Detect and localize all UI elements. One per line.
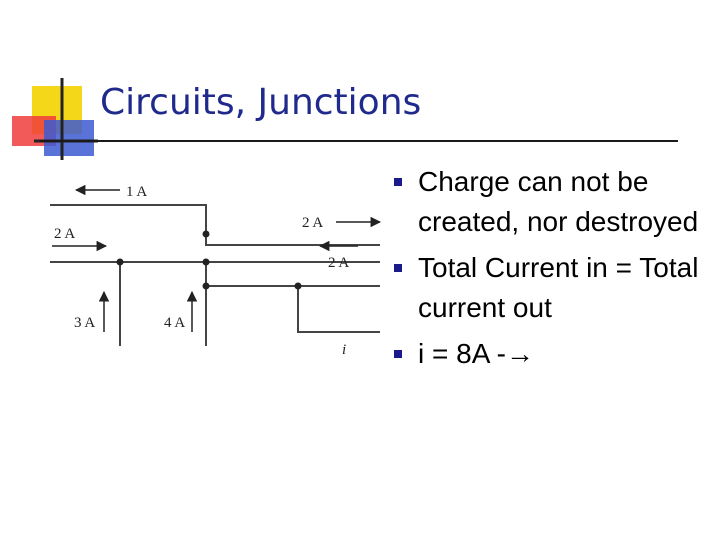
junction-node: [202, 282, 210, 290]
junction-node: [202, 230, 210, 238]
bullet-item: Total Current in = Total current out: [390, 248, 710, 328]
wire-top: [50, 204, 380, 246]
slide-logo: [12, 78, 98, 160]
square-bullet-icon: [394, 178, 402, 186]
junction-node: [294, 282, 302, 290]
wire-lower: [205, 262, 380, 287]
square-bullet-icon: [394, 350, 402, 358]
junction-node: [202, 258, 210, 266]
bullet-item: i = 8A -→: [390, 334, 710, 374]
wire-unknown-branch: [297, 286, 380, 333]
bullet-list: Charge can not be created, nor destroyed…: [390, 162, 710, 374]
label-unknown-current: i: [342, 342, 346, 358]
label-right-top: 2 A: [302, 215, 323, 231]
bullet-text: Total Current in = Total current out: [418, 252, 699, 323]
label-bottom-mid: 4 A: [164, 315, 185, 331]
logo-blue-square: [44, 120, 94, 156]
label-top-left: 1 A: [126, 184, 147, 200]
label-left-in: 2 A: [54, 226, 75, 242]
square-bullet-icon: [394, 264, 402, 272]
label-right-mid: 2 A: [328, 255, 349, 271]
bullet-item: Charge can not be created, nor destroyed: [390, 162, 710, 242]
title-divider: [40, 140, 678, 142]
slide-title: Circuits, Junctions: [100, 82, 422, 123]
junction-diagram: 1 A 2 A 2 A 2 A 3 A 4 A i: [50, 184, 382, 358]
bullet-text: Charge can not be created, nor destroyed: [418, 166, 699, 237]
label-bottom-left: 3 A: [74, 315, 95, 331]
bullet-text: i = 8A -→: [418, 338, 534, 369]
junction-node: [116, 258, 124, 266]
